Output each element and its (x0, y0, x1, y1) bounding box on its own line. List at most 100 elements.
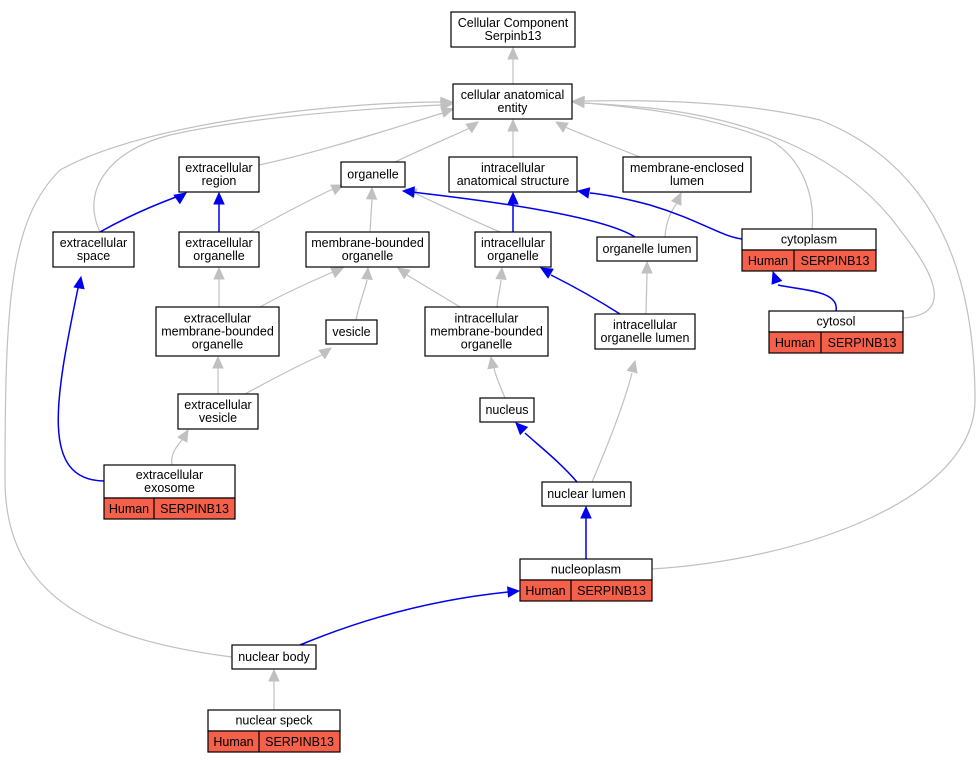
node-box (178, 156, 260, 193)
node-label-line: organelle (193, 249, 244, 263)
edge-imbo-to-mbo-is-a (397, 267, 461, 308)
node-label-line: membrane-enclosed (630, 161, 744, 175)
node-box (622, 156, 752, 193)
node-box (52, 231, 135, 268)
edge-ecv-to-embo-is-a (212, 355, 224, 394)
node-label-line: vesicle (332, 325, 370, 339)
node-label-line: membrane-bounded (311, 236, 424, 250)
annotation-row (207, 730, 341, 753)
annotation-gene: SERPINB13 (265, 735, 334, 749)
node-box (424, 306, 549, 357)
node-label-line: intracellular (455, 312, 519, 326)
edge-nus-to-nub-is-a (268, 668, 280, 710)
edge-ias-to-cae-is-a (507, 118, 519, 157)
node-label-line: vesicle (199, 411, 237, 425)
node-nuc[interactable]: nucleus (479, 397, 535, 423)
node-label-line: extracellular (184, 312, 251, 326)
edge-nub-to-cae-is-a (4, 96, 454, 658)
annotation-row (741, 249, 877, 272)
node-box (452, 83, 573, 120)
edge-nul-to-nuc-part-of (515, 422, 578, 483)
node-box (596, 236, 698, 262)
node-label-line: extracellular (136, 468, 203, 482)
node-box (448, 156, 578, 193)
node-org[interactable]: organelle (340, 161, 406, 188)
edge-ecr-to-cae-is-a (258, 106, 455, 166)
node-label-line: intracellular (613, 318, 677, 332)
edge-mbo-to-org-is-a (365, 186, 378, 233)
node-label-line: organelle lumen (603, 242, 692, 256)
edge-orl-to-mel-is-a (664, 191, 682, 238)
edge-cys-to-cyt-part-of (771, 270, 837, 312)
node-label-line: entity (498, 101, 529, 115)
edge-eco-to-ecr-part-of (213, 191, 225, 232)
edge-ecv-to-ves-is-a (244, 347, 332, 395)
node-box (474, 231, 552, 268)
node-ves[interactable]: vesicle (325, 319, 378, 345)
annotation-species: Human (775, 336, 815, 350)
node-nub[interactable]: nuclear body (231, 644, 317, 670)
node-label-line: Serpinb13 (485, 29, 542, 43)
node-box (541, 481, 632, 507)
edge-cyt-to-ias-part-of (576, 187, 743, 240)
node-nul[interactable]: nuclear lumen (541, 481, 632, 507)
node-label-line: extracellular (185, 236, 252, 250)
node-label-line: nuclear lumen (547, 487, 626, 501)
annotation-gene: SERPINB13 (160, 502, 229, 516)
edge-ico-to-ias-part-of (507, 191, 519, 232)
annotation-gene: SERPINB13 (828, 336, 897, 350)
node-label-line: cytosol (817, 315, 856, 329)
node-label-line: region (202, 174, 237, 188)
edge-iol-to-orl-is-a (641, 260, 653, 315)
edge-nub-to-nup-part-of (299, 586, 521, 646)
annotation-species: Human (525, 584, 565, 598)
edge-nul-to-iol-is-a (591, 359, 638, 483)
edge-cys-to-cae-is-a (571, 96, 935, 319)
node-label-line: organelle (487, 249, 538, 263)
node-orl[interactable]: organelle lumen (596, 236, 698, 262)
node-label-line: exosome (144, 481, 195, 495)
node-box (305, 231, 430, 268)
node-label-line: space (77, 249, 110, 263)
node-box (479, 397, 535, 423)
edge-embo-to-eco-is-a (213, 266, 225, 307)
node-box (177, 393, 259, 430)
node-label-line: nuclear speck (235, 714, 313, 728)
node-label-line: cellular anatomical (461, 88, 565, 102)
edge-embo-to-mbo-is-a (259, 267, 345, 308)
node-label-line: nucleus (485, 403, 528, 417)
node-box (231, 644, 317, 670)
edge-mel-to-cae-is-a (554, 121, 641, 158)
node-label-line: lumen (670, 174, 704, 188)
edge-imbo-to-ico-is-a (495, 266, 507, 308)
node-label-line: cytoplasm (781, 233, 837, 247)
node-label-line: organelle (192, 338, 243, 352)
node-box (594, 313, 696, 350)
node-label-line: extracellular (60, 236, 127, 250)
node-label-line: membrane-bounded (430, 325, 543, 339)
edge-orl-to-org-part-of (401, 186, 636, 238)
annotation-species: Human (213, 735, 253, 749)
edge-nuc-to-imbo-is-a (487, 355, 506, 399)
annotation-row (103, 497, 236, 520)
